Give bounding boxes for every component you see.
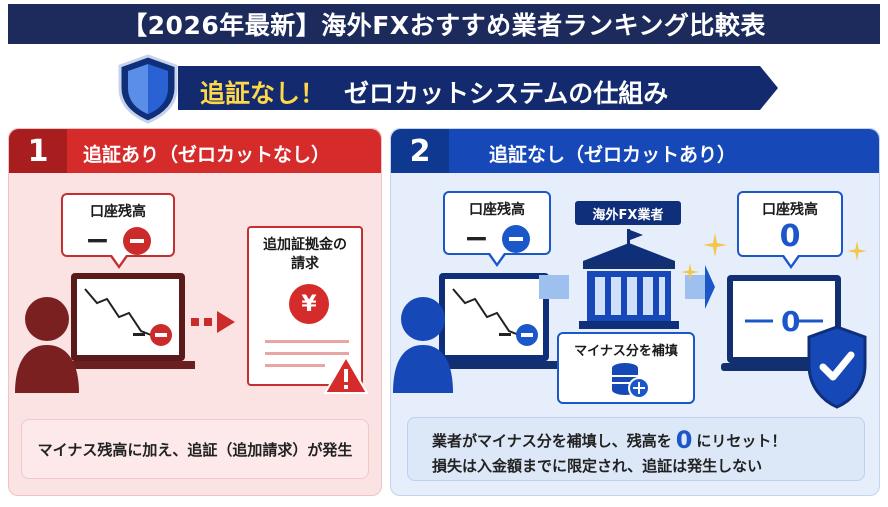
warning-icon (323, 355, 369, 394)
user-icon (15, 297, 79, 393)
panel-number: 2 (391, 129, 449, 173)
balance-label: 口座残高 (469, 202, 525, 218)
result-screen-value: 0 (781, 305, 801, 338)
note-text: マイナス残高に加え、追証（追加請求）が発生 (37, 440, 353, 459)
laptop-icon (423, 273, 563, 369)
result-balance-value: 0 (779, 219, 801, 254)
panel-with-margin-call: 1 追証あり（ゼロカットなし） 口座残高 − (8, 128, 382, 496)
bubble-tail (109, 255, 129, 269)
loss-compensation-box: マイナス分を補填 (557, 332, 695, 404)
panel-title: 追証あり（ゼロカットなし） (83, 144, 331, 166)
result-balance-bubble: 口座残高 0 (737, 191, 843, 257)
note-line2: 損失は入金額までに限定され、追証は発生しない (432, 457, 763, 475)
building-icon (539, 229, 715, 329)
note-line1-part1: 業者がマイナス分を補填し、残高を (432, 432, 672, 450)
panel-header: 2 追証なし（ゼロカットあり） (391, 129, 879, 173)
broker-label: 海外FX業者 (575, 201, 681, 225)
note-zero-highlight: 0 (675, 426, 693, 454)
balance-bubble: 口座残高 − (61, 193, 175, 258)
shield-check-icon (807, 325, 867, 409)
document-title-line2: 請求 (291, 256, 319, 272)
minus-circle-icon (123, 226, 152, 255)
panel-zero-cut: 2 追証なし（ゼロカットあり） 口座残高 − 海外FX業者 (390, 128, 880, 496)
shield-icon (118, 54, 178, 124)
balance-label: 口座残高 (90, 204, 146, 220)
sparkle-icon (847, 241, 867, 261)
ribbon-highlight: 追証なし！ (200, 79, 326, 108)
minus-circle-icon (502, 224, 531, 253)
user-laptop-illustration (15, 273, 195, 393)
panel-title: 追証なし（ゼロカットあり） (489, 144, 737, 166)
balance-minus: − (463, 221, 490, 256)
page-title: 【2026年最新】海外FXおすすめ業者ランキング比較表 (8, 4, 880, 44)
note-box: マイナス残高に加え、追証（追加請求）が発生 (21, 419, 369, 479)
sparkle-icon (681, 263, 699, 281)
arrow-right-icon (191, 311, 235, 333)
yen-icon: ¥ (289, 284, 329, 324)
compensation-label: マイナス分を補填 (574, 344, 678, 359)
sparkle-icon (703, 233, 727, 257)
note-line1-part2: にリセット！ (696, 432, 787, 450)
ribbon-title: ゼロカットシステムの仕組み (344, 79, 669, 108)
bubble-tail (487, 253, 507, 267)
balance-bubble: 口座残高 − (443, 191, 551, 256)
document-title-line1: 追加証拠金の (263, 237, 347, 253)
balance-minus: − (84, 223, 111, 258)
laptop-icon (55, 273, 195, 369)
panel-number: 1 (9, 129, 67, 173)
section-ribbon: 追証なし！ ゼロカットシステムの仕組み (178, 62, 778, 112)
laptop-icon (721, 275, 847, 371)
panel-header: 1 追証あり（ゼロカットなし） (9, 129, 381, 173)
result-balance-label: 口座残高 (762, 202, 818, 218)
user-icon (393, 297, 453, 393)
coins-plus-icon (612, 363, 650, 399)
user-laptop-illustration (393, 273, 563, 393)
bubble-tail (781, 255, 801, 269)
